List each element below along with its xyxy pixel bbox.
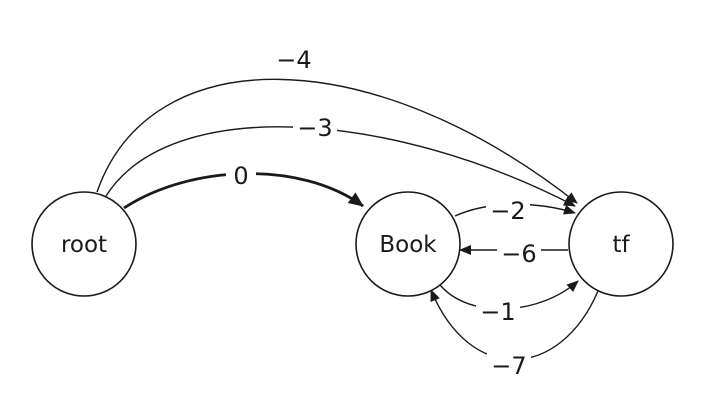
edge-weight-label: −7 (491, 352, 526, 380)
node-root: root (31, 191, 137, 297)
edge-tf-book: −6 (459, 238, 568, 268)
edge-weight-label: −4 (276, 46, 311, 74)
node-label: root (61, 232, 107, 258)
edge-weight-label: −3 (297, 114, 332, 142)
edge-weight-label: 0 (233, 162, 248, 190)
edge-book-tf-bottom: −1 (439, 280, 579, 326)
node-tf: tf (568, 191, 674, 297)
edge-weight-label: −1 (480, 298, 515, 326)
edge-weight-label: −6 (501, 240, 536, 268)
edge-root-tf-inner: −3 (105, 112, 576, 207)
edge-tf-book-lower: −7 (430, 289, 599, 380)
edge-weight-label: −2 (490, 197, 525, 225)
edge-root-tf-outer: −4 (96, 44, 578, 204)
node-label: tf (612, 232, 630, 258)
node-label: Book (379, 232, 437, 258)
node-book: Book (355, 191, 461, 297)
edge-book-tf-top: −2 (454, 195, 576, 225)
edge-root-book: 0 (123, 160, 364, 210)
